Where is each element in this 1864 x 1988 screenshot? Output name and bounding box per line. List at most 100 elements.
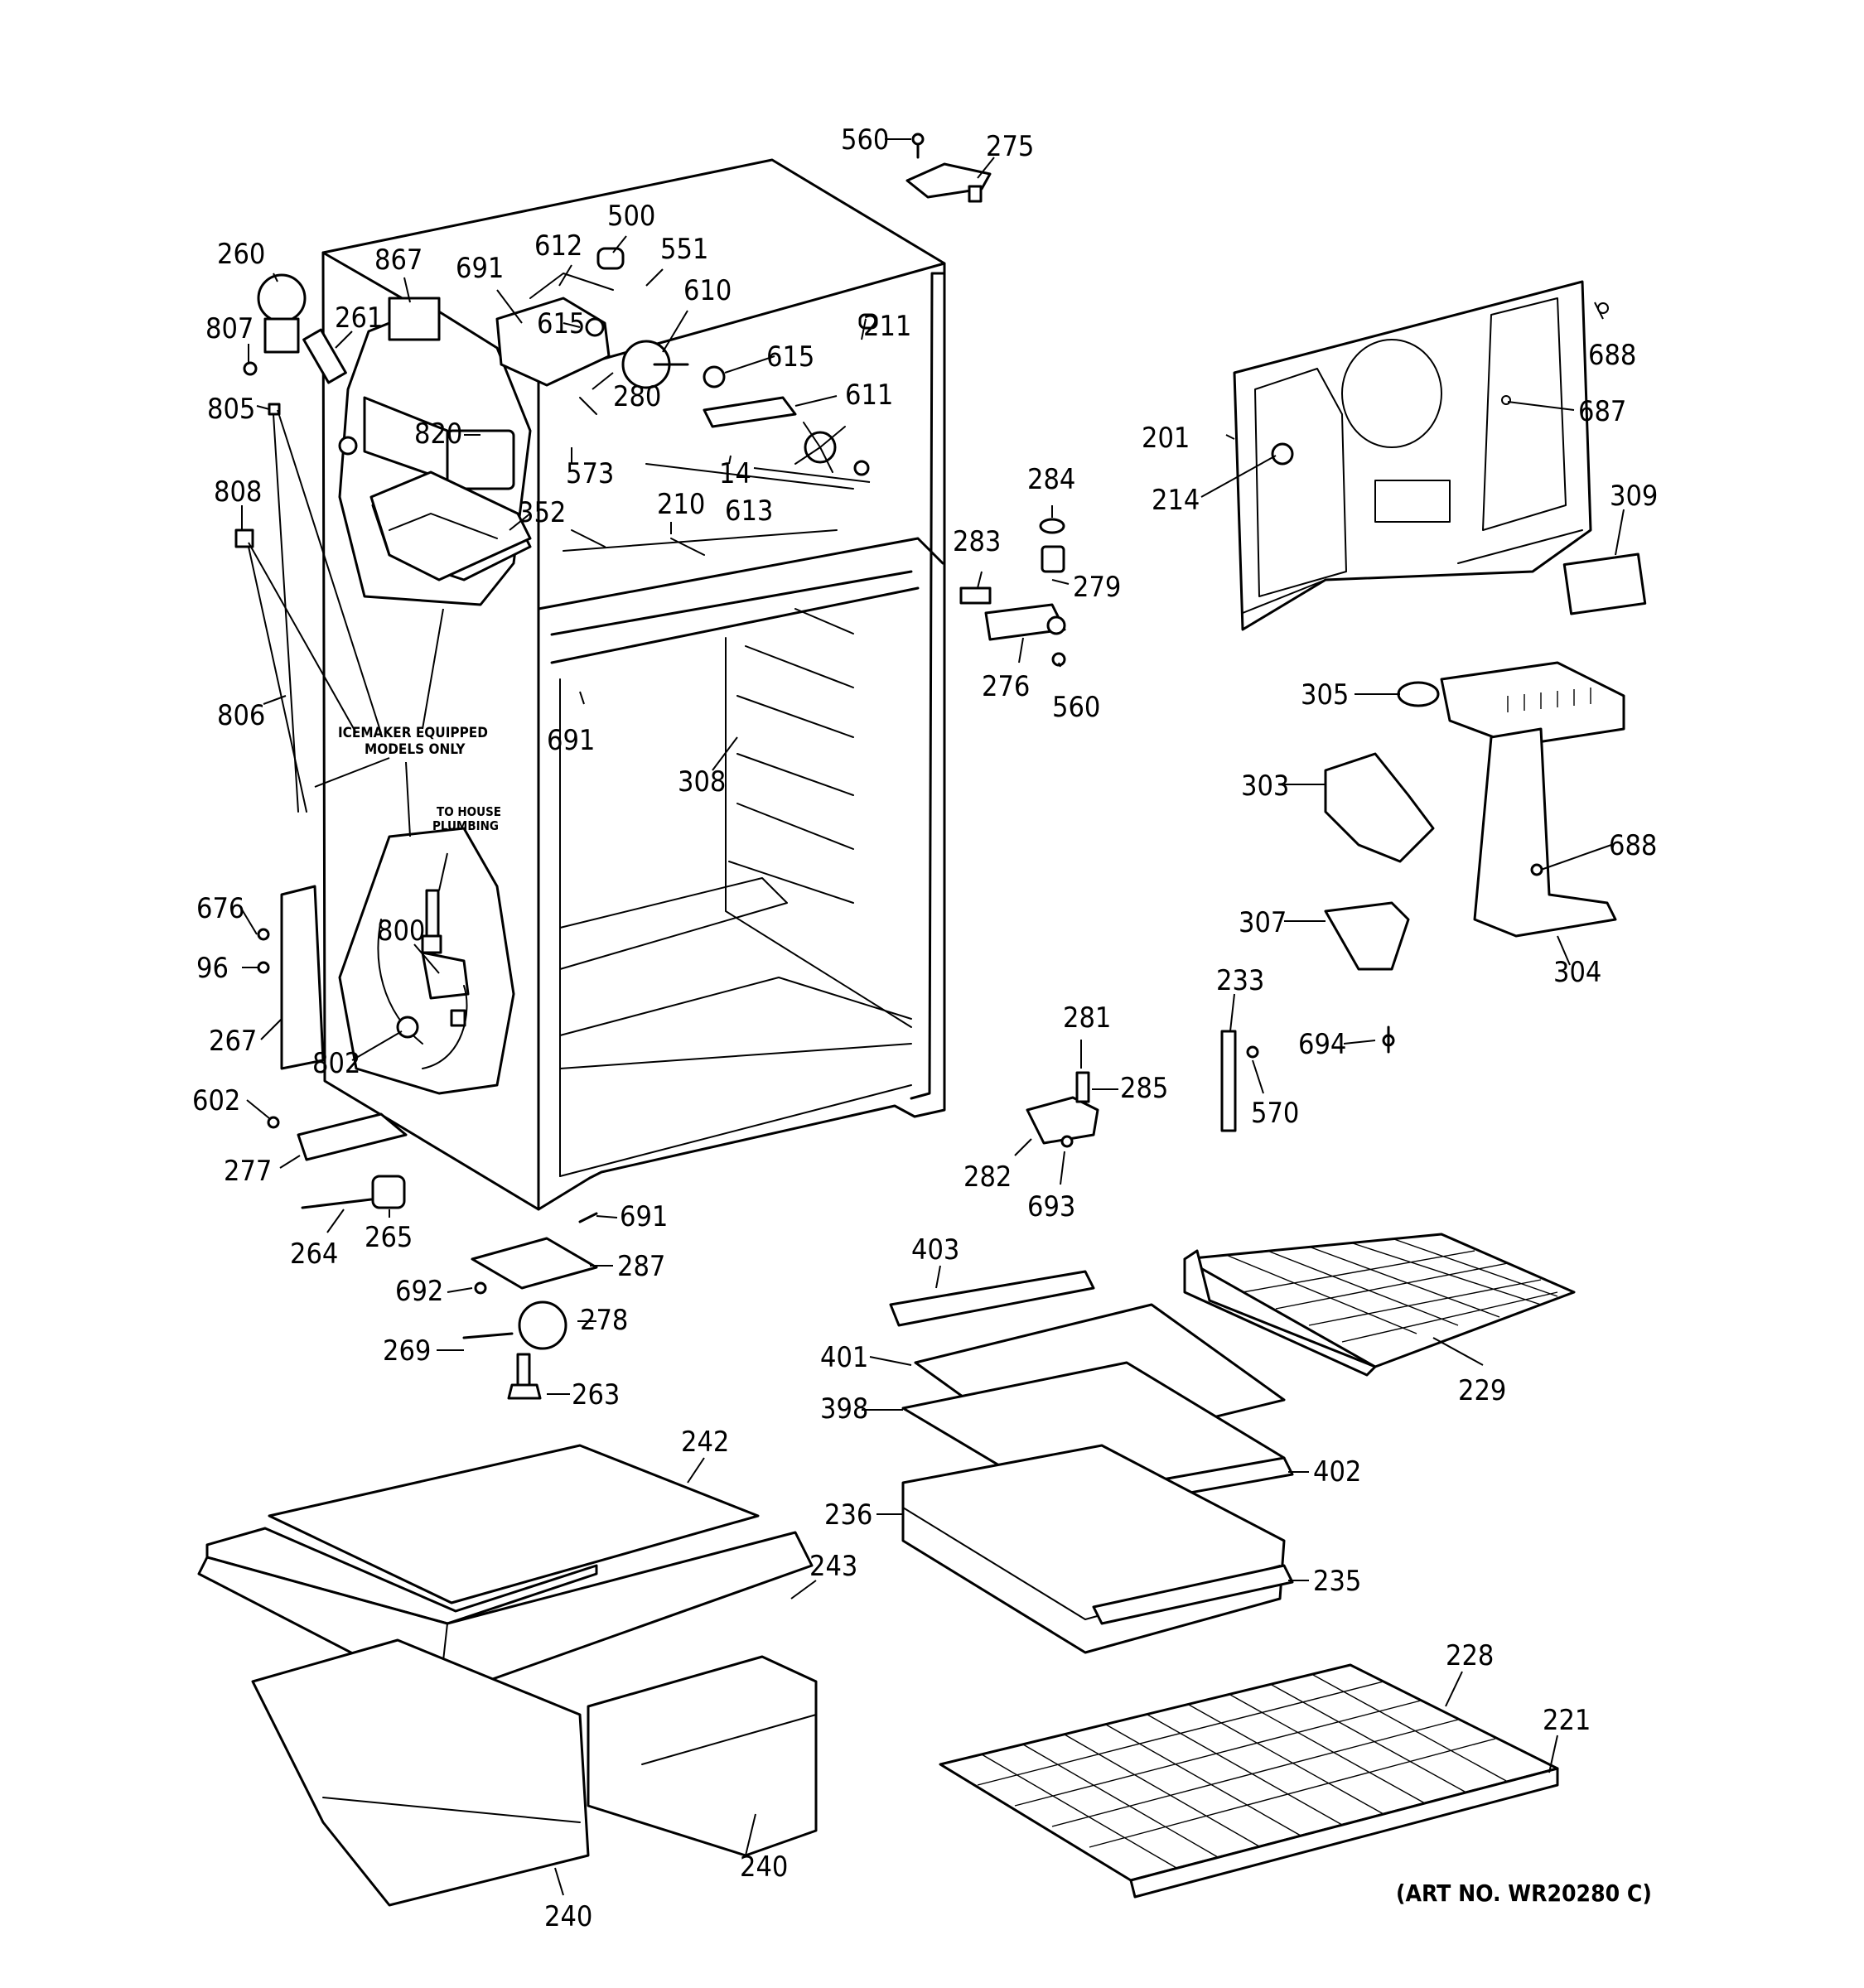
part-label-807: 807 [205,312,254,345]
part-label-694: 694 [1298,1028,1346,1061]
part-label-282: 282 [963,1160,1012,1194]
part-label-570: 570 [1251,1097,1299,1130]
shelf-rails [728,608,854,904]
freezer-control-parts [495,247,878,476]
plumbing-note: TO HOUSE PLUMBING [432,804,501,833]
icemaker-cutaway [338,305,532,606]
part-label-229: 229 [1458,1374,1506,1407]
icemaker-note: ICEMAKER EQUIPPED MODELS ONLY [338,725,488,758]
part-label-303: 303 [1241,770,1289,803]
water-valve-cutaway [338,827,515,1095]
part-label-800: 800 [377,914,425,948]
part-label-235: 235 [1313,1565,1361,1598]
part-label-14: 14 [719,457,751,490]
part-label-805: 805 [207,393,255,426]
part-label-284: 284 [1027,463,1075,496]
part-label-820: 820 [414,417,462,451]
shelf-bracket-233 [1220,1030,1259,1132]
ice-bucket [369,470,532,581]
part-label-687: 687 [1578,395,1626,428]
part-label-612: 612 [534,229,582,263]
part-label-243: 243 [809,1550,857,1583]
part-label-285: 285 [1120,1072,1168,1105]
part-label-309: 309 [1610,480,1658,513]
pan-cover-and-pans [197,1444,818,1907]
part-label-201: 201 [1142,422,1190,455]
part-label-308: 308 [678,765,726,799]
part-label-279: 279 [1073,571,1121,604]
part-label-615b: 615 [766,340,814,374]
part-label-242: 242 [681,1426,729,1459]
part-label-611: 611 [845,379,893,412]
part-label-240a: 240 [544,1900,592,1933]
part-label-691: 691 [456,252,504,285]
part-label-240b: 240 [740,1850,788,1884]
part-label-261: 261 [335,302,383,335]
evaporator-cover-201 [1233,280,1609,631]
part-label-287: 287 [617,1250,665,1283]
part-label-401: 401 [820,1341,868,1374]
part-label-275: 275 [986,130,1034,163]
shelf-assembly [889,1270,1294,1513]
art-number: (ART NO. WR20280 C) [1396,1879,1652,1907]
part-label-500: 500 [607,200,655,233]
part-label-398: 398 [820,1392,868,1426]
part-label-214: 214 [1152,484,1200,517]
part-label-264: 264 [290,1238,338,1271]
part-label-551: 551 [660,233,708,266]
refrigerator-cabinet [321,158,946,1211]
center-hinge-282 [1026,1071,1099,1148]
part-label-277: 277 [224,1155,272,1188]
wire-shelf-228 [939,1663,1559,1899]
part-label-263: 263 [572,1378,620,1411]
part-label-210: 210 [657,488,705,521]
part-number-labels: 560 275 500 612 551 691 867 260 261 610 … [192,123,1658,1933]
part-label-867: 867 [374,244,423,277]
part-label-307: 307 [1239,906,1287,939]
part-label-692: 692 [395,1275,443,1308]
part-label-403: 403 [911,1233,959,1267]
icemaker-note-line2: MODELS ONLY [365,741,466,758]
part-label-276: 276 [982,670,1030,703]
part-label-278: 278 [580,1304,628,1337]
part-label-236: 236 [824,1498,872,1532]
plumbing-note-line1: TO HOUSE [437,804,501,819]
plumbing-note-line2: PLUMBING [432,818,499,833]
part-label-693: 693 [1027,1190,1075,1223]
freezer-wire-shelf-229 [1183,1233,1576,1377]
part-label-691c: 691 [620,1200,668,1233]
part-label-402: 402 [1313,1455,1361,1489]
part-label-304: 304 [1553,956,1601,989]
fan-and-damper-parts [1324,681,1440,1054]
part-label-691b: 691 [547,724,595,757]
part-label-281: 281 [1063,1001,1111,1035]
part-label-305: 305 [1301,678,1349,712]
part-label-688a: 688 [1588,339,1636,372]
part-label-221: 221 [1543,1704,1591,1737]
part-label-613: 613 [725,495,773,528]
part-label-615a: 615 [537,307,585,340]
part-label-283: 283 [953,525,1001,558]
part-label-260: 260 [217,238,265,271]
right-hinge-parts [959,518,1066,667]
left-side-parts [234,273,598,1400]
part-label-802: 802 [312,1047,360,1080]
tag-309 [1562,552,1647,615]
part-label-560: 560 [841,123,889,157]
part-label-280: 280 [613,380,661,413]
icemaker-note-line1: ICEMAKER EQUIPPED [338,725,488,741]
part-label-573: 573 [566,457,614,490]
part-label-610: 610 [683,274,732,307]
part-label-352: 352 [518,496,566,529]
part-label-602: 602 [192,1084,240,1117]
part-label-233: 233 [1216,964,1264,997]
part-label-560b: 560 [1052,691,1100,724]
leader-lines [241,138,1625,1896]
part-label-228: 228 [1446,1639,1494,1672]
part-label-808: 808 [214,475,262,509]
part-label-211: 211 [863,310,911,343]
part-label-688b: 688 [1609,829,1657,862]
air-duct-304 [1440,661,1625,938]
part-label-267: 267 [209,1025,257,1058]
part-label-806: 806 [217,699,265,732]
